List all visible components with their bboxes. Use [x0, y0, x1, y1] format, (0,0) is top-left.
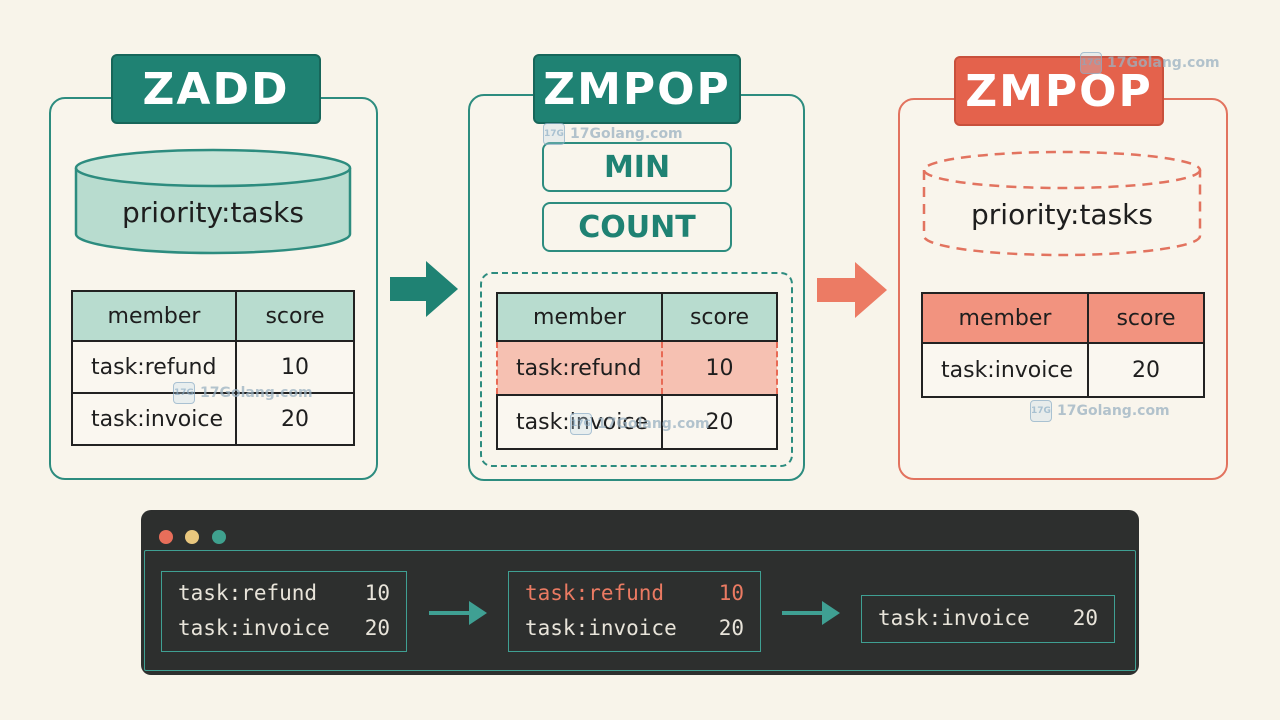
sorted-set-cylinder: priority:tasks — [74, 148, 352, 256]
header-member: member — [496, 292, 663, 342]
arrow-right-icon — [817, 262, 887, 318]
selection-frame — [480, 272, 793, 467]
terminal-score: 20 — [718, 616, 744, 640]
header-score: score — [1087, 292, 1205, 344]
terminal-member: task:refund — [178, 581, 318, 605]
terminal-member: task:refund — [525, 581, 665, 605]
terminal-box-popping: task:refund 10 task:invoice 20 — [508, 571, 761, 652]
terminal-row: task:invoice 20 — [178, 616, 390, 644]
score-cell: 20 — [661, 394, 778, 450]
header-member: member — [921, 292, 1089, 344]
terminal-row-popped: task:refund 10 — [525, 581, 744, 609]
member-cell: task:invoice — [71, 392, 237, 446]
terminal-row: task:invoice 20 — [525, 616, 744, 644]
watermark-logo-icon: 17G — [570, 413, 592, 435]
watermark-logo-icon: 17G — [1030, 400, 1052, 422]
close-dot-icon — [159, 530, 173, 544]
minimize-dot-icon — [185, 530, 199, 544]
terminal-member: task:invoice — [525, 616, 677, 640]
score-cell: 10 — [661, 340, 778, 396]
terminal-score: 10 — [718, 581, 744, 605]
header-member: member — [71, 290, 237, 342]
member-cell: task:refund — [496, 340, 663, 396]
terminal-score: 20 — [1072, 606, 1098, 630]
score-cell: 20 — [235, 392, 355, 446]
terminal-member: task:invoice — [178, 616, 330, 640]
result-badge: ZMPOP — [954, 56, 1164, 126]
terminal-row: task:refund 10 — [178, 581, 390, 609]
arrow-right-icon — [429, 601, 487, 625]
score-cell: 10 — [235, 340, 355, 394]
terminal-window — [141, 510, 1139, 675]
sorted-set-key: priority:tasks — [122, 196, 304, 229]
watermark-logo-icon: 17G — [1080, 52, 1102, 74]
maximize-dot-icon — [212, 530, 226, 544]
terminal-body — [144, 550, 1136, 671]
arrow-right-icon — [782, 601, 840, 625]
terminal-box-initial: task:refund 10 task:invoice 20 — [161, 571, 407, 652]
watermark-logo-icon: 17G — [543, 123, 565, 145]
database-cylinder-icon — [74, 148, 352, 255]
watermark-logo-icon: 17G — [173, 382, 195, 404]
popped-row: task:refund 10 — [496, 340, 778, 396]
sorted-set-key: priority:tasks — [971, 198, 1153, 231]
score-cell: 20 — [1087, 342, 1205, 398]
arrow-right-icon — [390, 261, 458, 317]
terminal-box-result: task:invoice 20 — [861, 595, 1115, 643]
zadd-badge: ZADD — [111, 54, 321, 124]
option-count: COUNT — [542, 202, 732, 252]
terminal-row: task:invoice 20 — [878, 606, 1098, 634]
zadd-table: member score task:refund 10 task:invoice… — [71, 290, 355, 446]
member-cell: task:invoice — [921, 342, 1089, 398]
option-min: MIN — [542, 142, 732, 192]
terminal-member: task:invoice — [878, 606, 1030, 630]
result-table: member score task:invoice 20 — [921, 292, 1205, 398]
terminal-score: 20 — [364, 616, 390, 640]
member-cell: task:invoice — [496, 394, 663, 450]
database-cylinder-icon — [922, 150, 1202, 257]
member-cell: task:refund — [71, 340, 237, 394]
zmpop-badge: ZMPOP — [533, 54, 741, 124]
header-score: score — [235, 290, 355, 342]
result-panel — [898, 98, 1228, 480]
sorted-set-cylinder: priority:tasks — [922, 150, 1202, 258]
terminal-score: 10 — [364, 581, 390, 605]
zmpop-table: member score task:refund 10 task:invoice… — [496, 292, 778, 450]
header-score: score — [661, 292, 778, 342]
